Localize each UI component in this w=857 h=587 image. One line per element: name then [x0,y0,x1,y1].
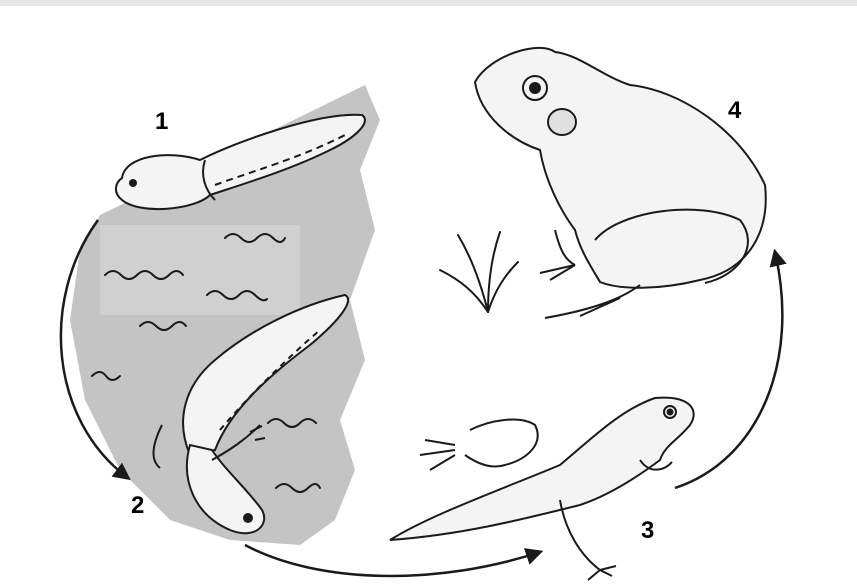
stage-label-4: 4 [728,99,741,123]
arrow-2-to-3 [245,545,540,576]
stage-label-1: 1 [155,110,168,134]
stage-3-froglet [390,398,694,580]
frog-life-cycle-diagram [0,6,857,587]
arrow-3-to-4 [675,252,782,488]
stage-label-2: 2 [131,494,144,518]
water-highlight [100,225,300,315]
grass-tuft [440,232,518,312]
stage-4-adult-frog [475,48,766,318]
stage-label-3: 3 [641,519,654,543]
